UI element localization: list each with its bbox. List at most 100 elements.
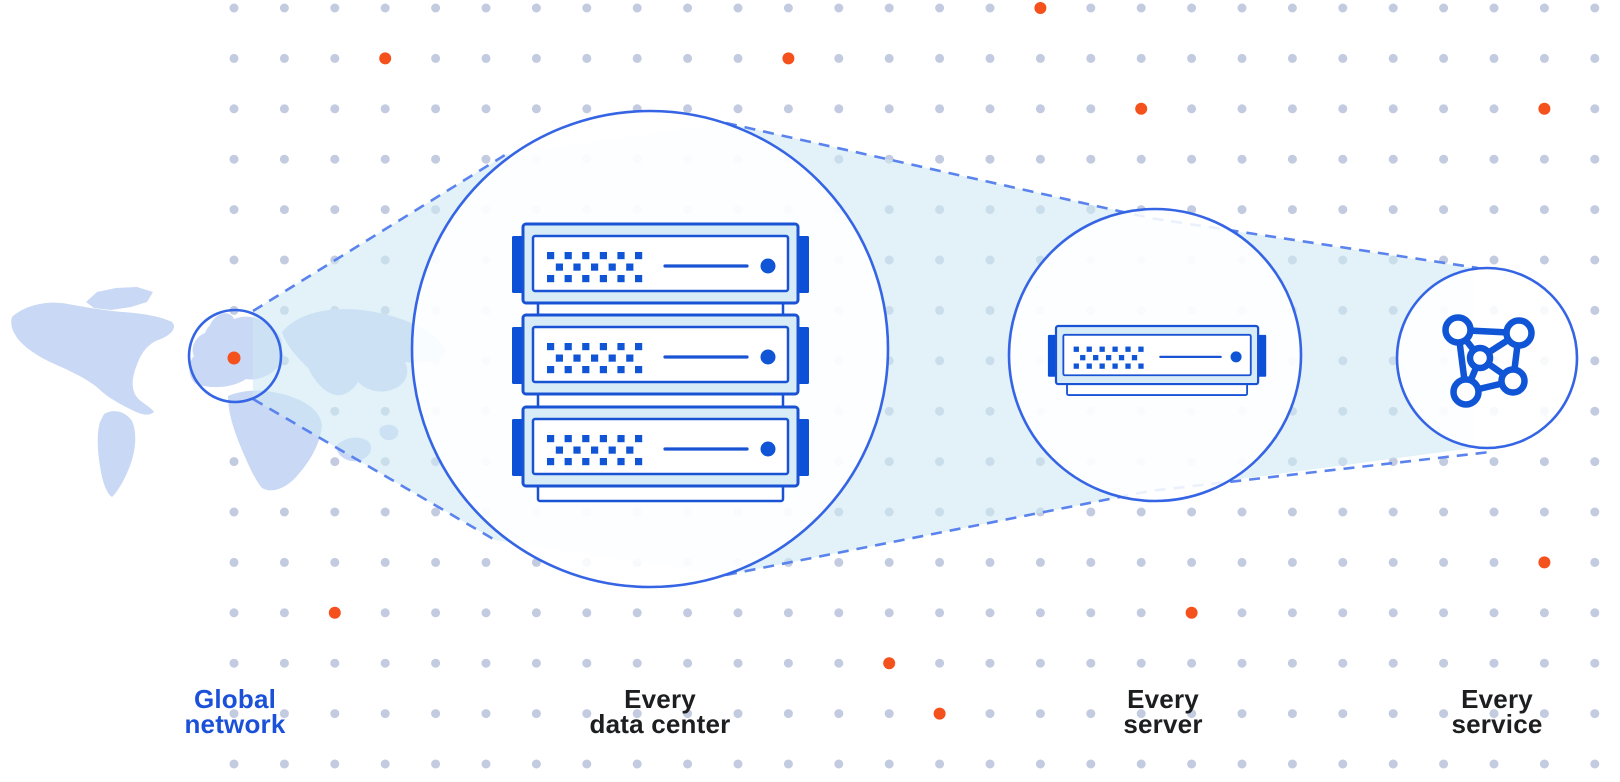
grid-dot: [531, 104, 541, 114]
grid-dot: [380, 3, 390, 13]
grid-dot: [935, 53, 945, 63]
grid-dot: [1489, 205, 1499, 215]
grid-dot: [1086, 709, 1096, 719]
map-highlight-circle: [187, 308, 283, 404]
grid-dot: [1439, 3, 1449, 13]
grid-dot: [733, 759, 743, 769]
grid-dot: [1590, 759, 1600, 769]
label-line: Global: [193, 684, 277, 714]
grid-dot: [1086, 104, 1096, 114]
grid-dot: [1590, 104, 1600, 114]
grid-dot: [279, 658, 289, 668]
grid-dot: [935, 557, 945, 567]
grid-dot: [380, 154, 390, 164]
label-line: network: [184, 709, 286, 739]
grid-dot: [1489, 53, 1499, 63]
grid-dot: [279, 3, 289, 13]
grid-dot: [1035, 557, 1045, 567]
grid-dot: [935, 104, 945, 114]
server-led-matrix: [547, 252, 643, 283]
map-highlight-center-dot: [227, 351, 241, 365]
grid-dot: [632, 53, 642, 63]
server-status-dot: [760, 441, 776, 457]
accent-dot: [933, 707, 946, 720]
grid-dot: [1035, 104, 1045, 114]
grid-dot: [985, 53, 995, 63]
grid-dot: [1086, 759, 1096, 769]
grid-dot: [330, 154, 340, 164]
grid-dot: [1590, 608, 1600, 618]
grid-dot: [582, 759, 592, 769]
server-faceplate: [531, 325, 790, 384]
grid-dot: [531, 608, 541, 618]
accent-dot: [1538, 102, 1551, 115]
grid-dot: [582, 658, 592, 668]
accent-dot: [328, 606, 341, 619]
grid-dot: [279, 557, 289, 567]
grid-dot: [380, 557, 390, 567]
label-line: data center: [589, 709, 731, 739]
grid-dot: [1388, 507, 1398, 517]
grid-dot: [431, 53, 441, 63]
grid-dot: [935, 154, 945, 164]
grid-dot: [531, 3, 541, 13]
grid-dot: [733, 658, 743, 668]
grid-dot: [1237, 154, 1247, 164]
grid-dot: [884, 53, 894, 63]
grid-dot: [1388, 658, 1398, 668]
grid-dot: [330, 205, 340, 215]
grid-dot: [1338, 104, 1348, 114]
grid-dot: [935, 3, 945, 13]
grid-dot: [1287, 759, 1297, 769]
grid-dot: [1539, 154, 1549, 164]
grid-dot: [481, 104, 491, 114]
grid-dot: [1590, 406, 1600, 416]
grid-dot: [1187, 154, 1197, 164]
grid-dot: [1439, 557, 1449, 567]
grid-dot: [1287, 154, 1297, 164]
grid-dot: [834, 3, 844, 13]
grid-dot: [834, 658, 844, 668]
grid-dot: [935, 759, 945, 769]
grid-dot: [1187, 557, 1197, 567]
grid-dot: [1086, 608, 1096, 618]
accent-dot: [379, 52, 392, 65]
grid-dot: [1237, 205, 1247, 215]
map-greenland: [86, 287, 153, 310]
grid-dot: [1136, 709, 1146, 719]
server-unit-single: [1047, 324, 1267, 397]
grid-dot: [330, 3, 340, 13]
grid-dot: [229, 255, 239, 265]
accent-dot: [1185, 606, 1198, 619]
grid-dot: [531, 759, 541, 769]
grid-dot: [1388, 557, 1398, 567]
server-status-dot: [760, 258, 776, 274]
grid-dot: [1035, 608, 1045, 618]
grid-dot: [279, 709, 289, 719]
grid-dot: [884, 3, 894, 13]
grid-dot: [481, 3, 491, 13]
grid-dot: [985, 608, 995, 618]
grid-dot: [1035, 53, 1045, 63]
grid-dot: [1539, 608, 1549, 618]
label-line: Every: [1127, 684, 1199, 714]
grid-dot: [1590, 154, 1600, 164]
grid-dot: [582, 3, 592, 13]
grid-dot: [834, 759, 844, 769]
label-global-network: Global network: [75, 684, 395, 739]
label-every-server: Every server: [1003, 684, 1323, 737]
server-illustrations: [512, 222, 1267, 503]
grid-dot: [279, 104, 289, 114]
grid-dot: [431, 709, 441, 719]
grid-dot: [632, 3, 642, 13]
grid-dot: [985, 759, 995, 769]
grid-dot: [1187, 709, 1197, 719]
grid-dot: [531, 709, 541, 719]
grid-dot: [229, 658, 239, 668]
grid-dot: [1035, 759, 1045, 769]
grid-dot: [1388, 3, 1398, 13]
grid-dot: [1439, 205, 1449, 215]
grid-dot: [1590, 53, 1600, 63]
grid-dot: [1590, 255, 1600, 265]
grid-dot: [834, 53, 844, 63]
